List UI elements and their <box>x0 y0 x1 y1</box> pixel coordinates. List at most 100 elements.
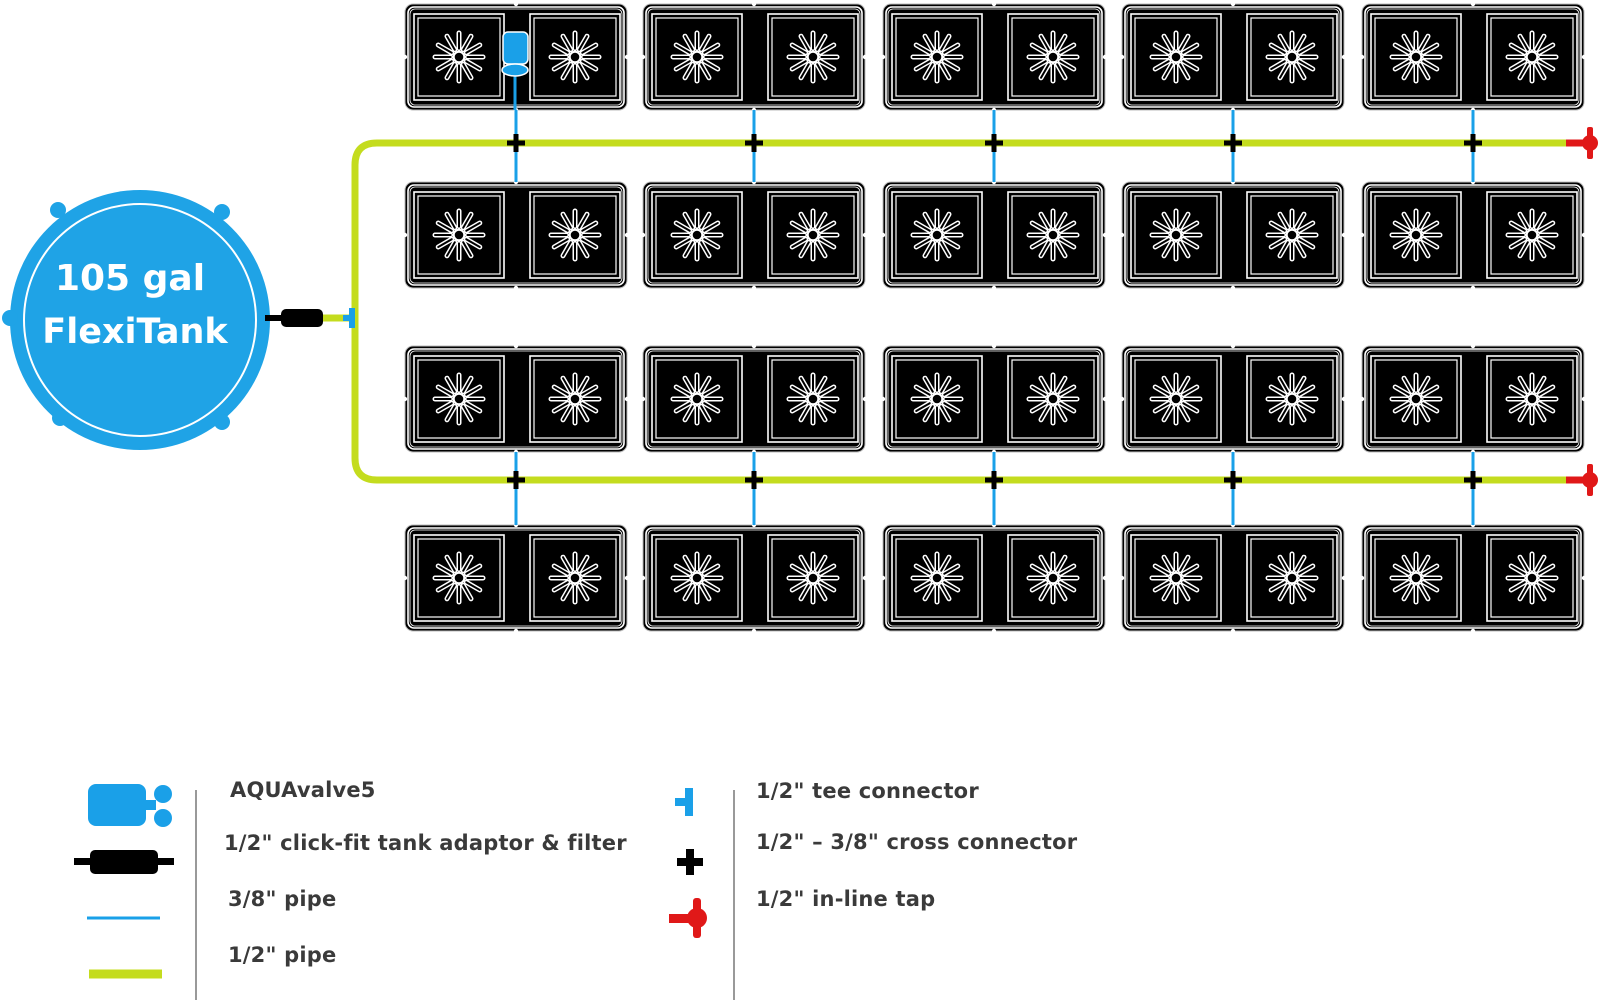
flower-icon <box>1265 372 1319 426</box>
flower-icon <box>670 372 724 426</box>
pot-right <box>529 13 621 101</box>
flower-icon <box>1389 30 1443 84</box>
pot-nub <box>751 343 757 349</box>
pot-nub <box>862 232 868 238</box>
pot-module <box>1359 522 1587 634</box>
flower-icon <box>1265 30 1319 84</box>
legend-label-half-inch-pipe: 1/2" pipe <box>228 943 337 967</box>
pot-nub <box>1119 396 1125 402</box>
pot-right <box>529 534 621 622</box>
pot-left <box>1130 13 1222 101</box>
legend-label-inline-tap: 1/2" in-line tap <box>756 887 936 911</box>
pot-right <box>1246 534 1338 622</box>
tank-adaptor-filter-icon <box>265 309 323 327</box>
pot-nub <box>640 232 646 238</box>
pot-nub <box>1102 54 1108 60</box>
pot-left <box>651 13 743 101</box>
cross-connector-icon <box>1464 471 1482 489</box>
inline-tap-icon <box>669 898 707 938</box>
flower-icon <box>1149 208 1203 262</box>
pot-module <box>402 522 630 634</box>
pot-nub <box>880 54 886 60</box>
tank-lug <box>52 410 68 426</box>
legend-label-aquavalve: AQUAvalve5 <box>230 778 376 802</box>
pot-nub <box>1359 396 1365 402</box>
flower-icon <box>1265 208 1319 262</box>
flower-icon <box>670 551 724 605</box>
pot-nub <box>751 1 757 7</box>
pot-left <box>651 191 743 279</box>
pot-left <box>651 355 743 443</box>
flower-icon <box>1026 551 1080 605</box>
flower-icon <box>910 208 964 262</box>
flower-icon <box>1026 372 1080 426</box>
pot-nub <box>1470 285 1476 291</box>
pot-right <box>1246 191 1338 279</box>
pot-nub <box>1341 396 1347 402</box>
pot-nub <box>1119 575 1125 581</box>
pot-nub <box>513 628 519 634</box>
flower-icon <box>432 208 486 262</box>
pot-nub <box>1359 232 1365 238</box>
cross-connector-icon <box>1224 471 1242 489</box>
flower-icon <box>432 551 486 605</box>
flexitank <box>2 190 323 450</box>
pot-nub <box>991 343 997 349</box>
tank-lug <box>214 414 230 430</box>
pot-nub <box>1359 54 1365 60</box>
flower-icon <box>548 551 602 605</box>
pot-right <box>1486 534 1578 622</box>
tank-ring <box>23 203 257 437</box>
flower-icon <box>1389 372 1443 426</box>
pot-module <box>880 1 1108 113</box>
pot-nub <box>513 343 519 349</box>
flower-icon <box>910 372 964 426</box>
legend-label-tee-connector: 1/2" tee connector <box>756 779 979 803</box>
flower-icon <box>670 208 724 262</box>
tee-connector-icon <box>675 788 693 816</box>
pot-module <box>1119 179 1347 291</box>
pot-nub <box>624 575 630 581</box>
pot-nub <box>640 575 646 581</box>
pot-nub <box>1119 232 1125 238</box>
flower-icon <box>786 372 840 426</box>
pot-right <box>529 355 621 443</box>
pot-nub <box>880 232 886 238</box>
pot-left <box>413 191 505 279</box>
pot-module <box>1359 1 1587 113</box>
pot-module <box>640 179 868 291</box>
pot-module <box>1119 1 1347 113</box>
pot-nub <box>513 285 519 291</box>
pot-right <box>1007 191 1099 279</box>
pot-nub <box>1230 628 1236 634</box>
pot-nub <box>862 575 868 581</box>
pot-right <box>1007 355 1099 443</box>
pot-nub <box>751 285 757 291</box>
flower-icon <box>1026 208 1080 262</box>
inline-tap-icon <box>1566 127 1598 159</box>
pot-right <box>529 191 621 279</box>
aquavalve-icon <box>501 31 529 110</box>
pot-nub <box>991 285 997 291</box>
legend <box>74 784 735 1000</box>
pot-module <box>640 522 868 634</box>
flower-icon <box>1149 30 1203 84</box>
pot-left <box>1370 534 1462 622</box>
pot-nub <box>402 396 408 402</box>
pot-nub <box>880 575 886 581</box>
flower-icon <box>548 30 602 84</box>
pot-right <box>767 191 859 279</box>
flower-icon <box>1026 30 1080 84</box>
pot-module <box>1119 522 1347 634</box>
pot-left <box>891 13 983 101</box>
pot-left <box>413 534 505 622</box>
flower-icon <box>1389 551 1443 605</box>
flower-icon <box>910 551 964 605</box>
pot-left <box>891 191 983 279</box>
pot-nub <box>1230 1 1236 7</box>
pot-module <box>640 343 868 455</box>
pot-module <box>640 1 868 113</box>
pot-nub <box>402 575 408 581</box>
pot-nub <box>1341 54 1347 60</box>
aquavalve-icon <box>88 784 172 827</box>
